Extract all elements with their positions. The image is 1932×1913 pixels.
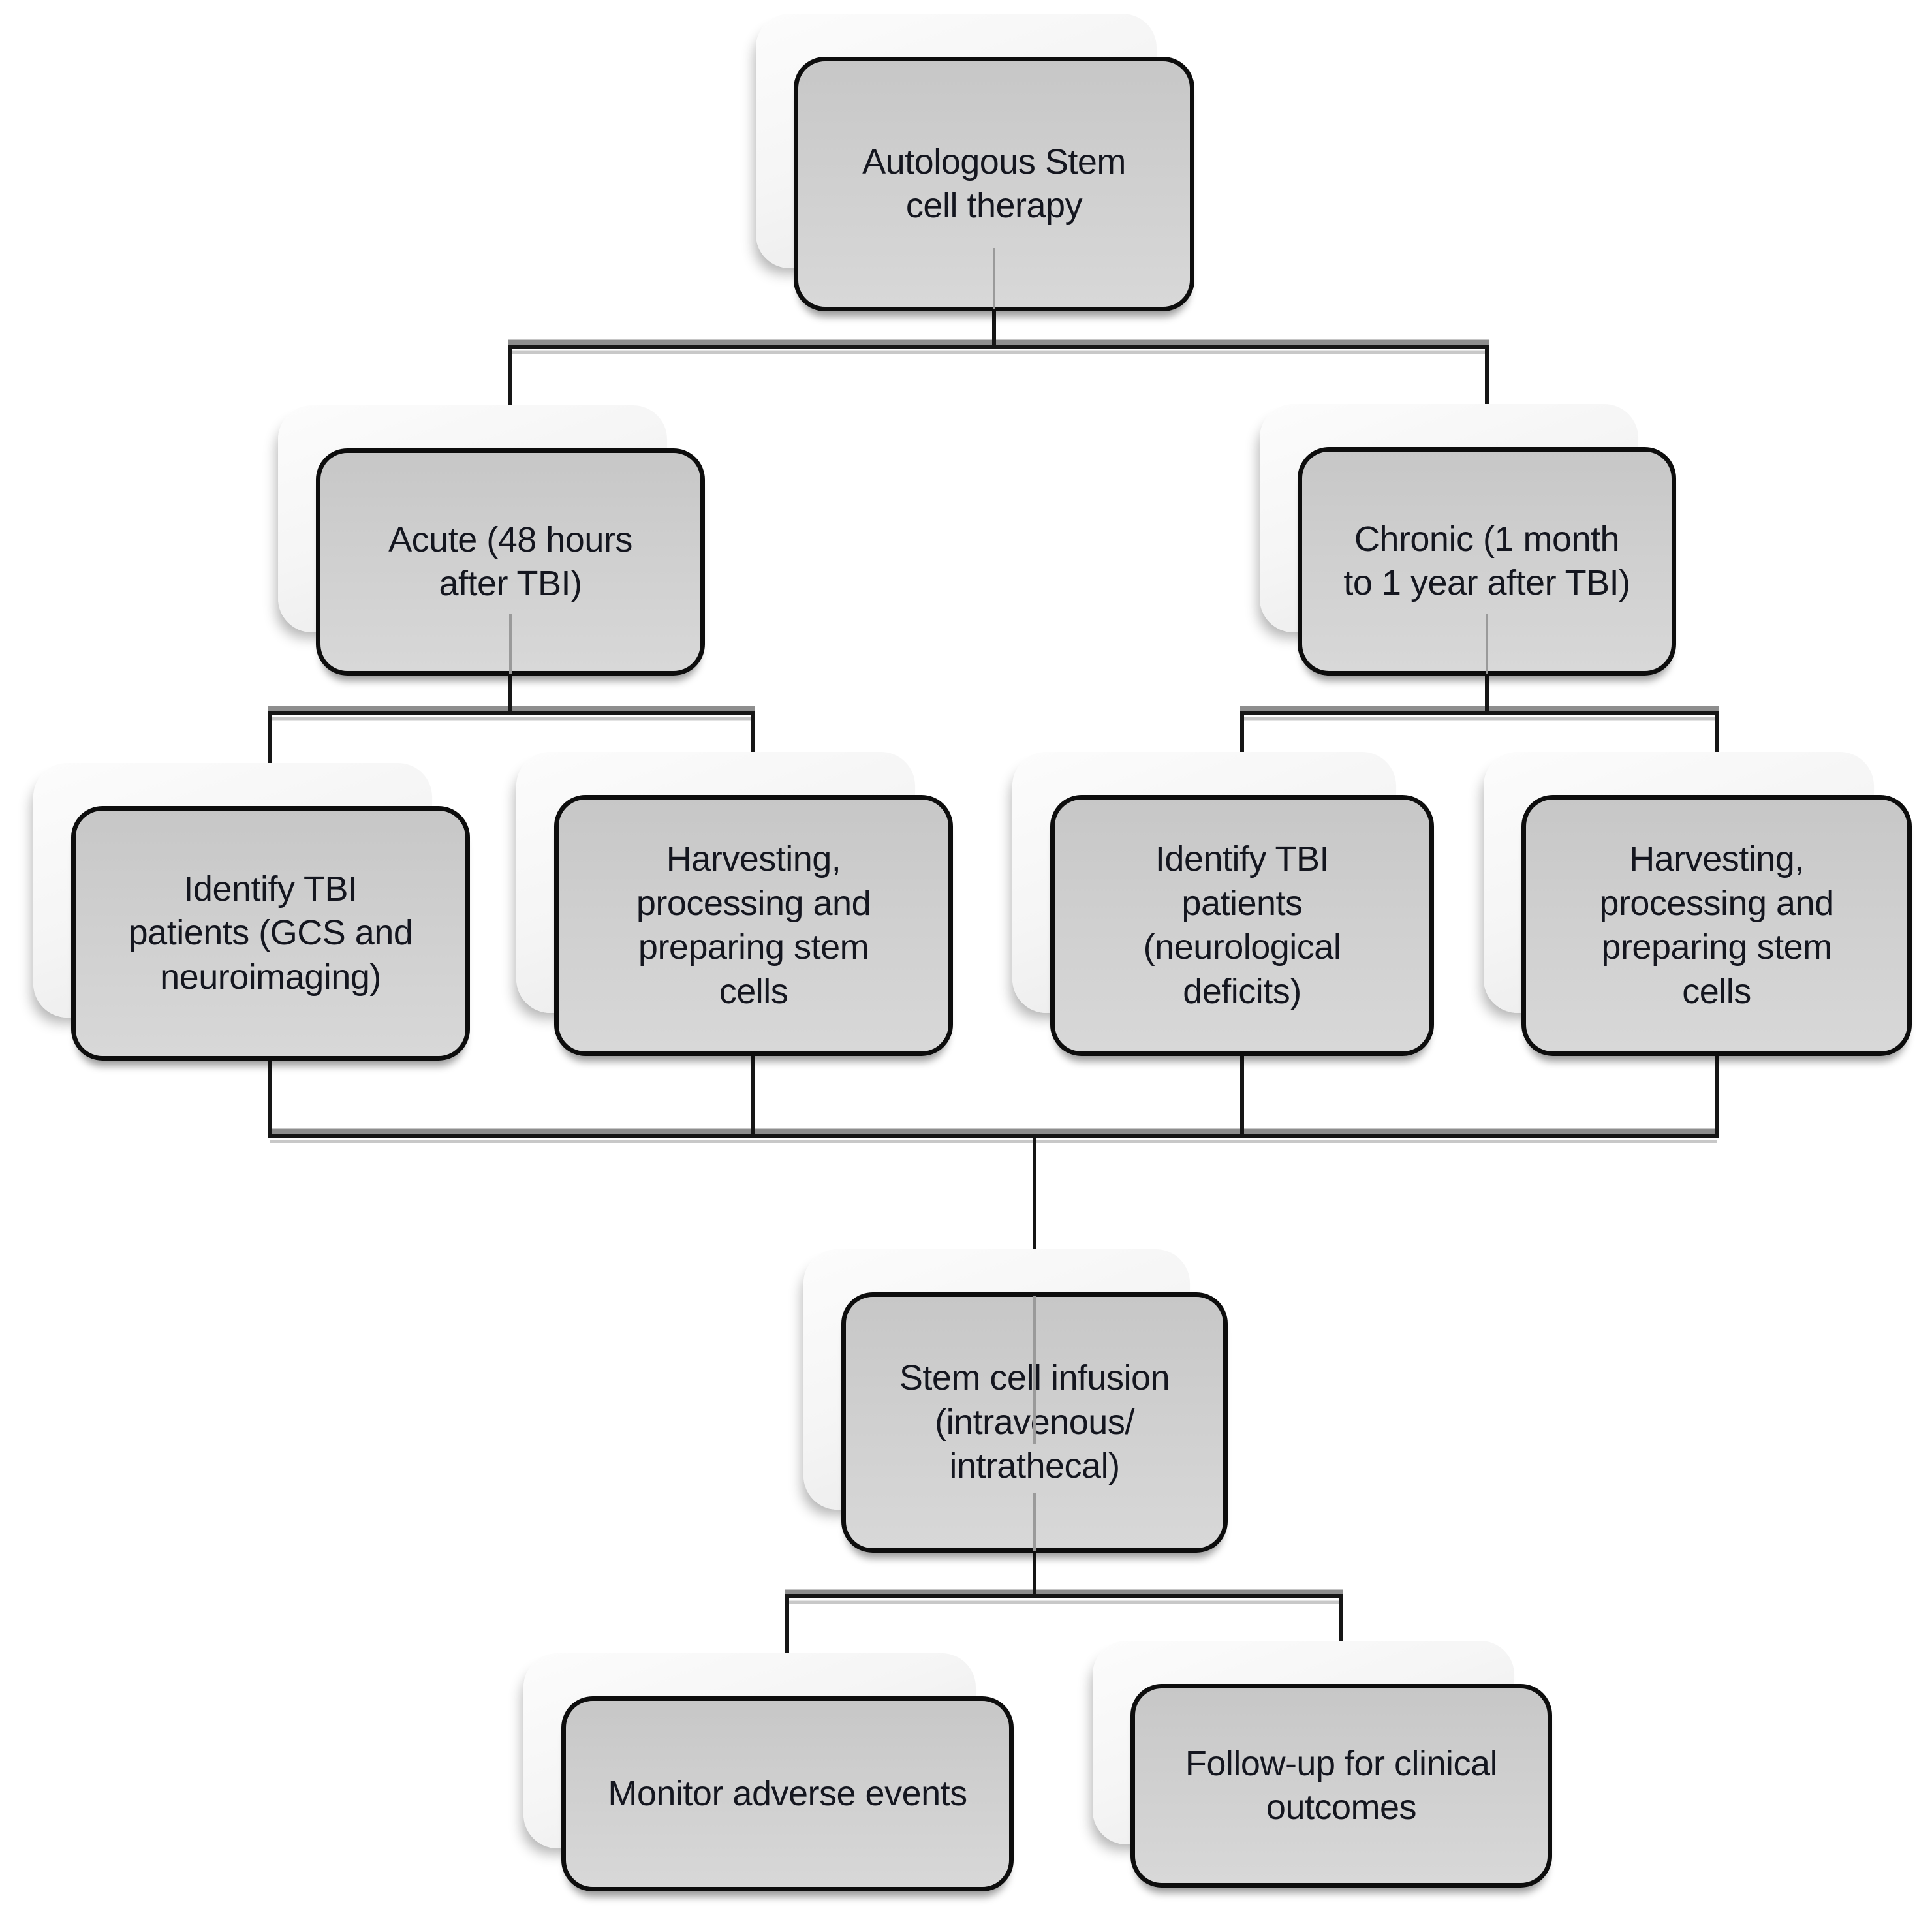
node-box: Follow-up for clinical outcomes <box>1130 1684 1552 1888</box>
node-box: Monitor adverse events <box>561 1696 1014 1891</box>
node-label: Autologous Stem cell therapy <box>862 142 1126 226</box>
node-label: Monitor adverse events <box>608 1773 967 1813</box>
node-label: Harvesting, processing and preparing ste… <box>636 839 871 1011</box>
node-box: Identify TBI patients (neurological defi… <box>1050 795 1434 1056</box>
node-stem-cell-infusion: Stem cell infusion (intravenous/ intrath… <box>803 1249 1228 1553</box>
node-monitor-adverse-events: Monitor adverse events <box>523 1653 1014 1891</box>
node-label: Identify TBI patients (neurological defi… <box>1143 839 1341 1011</box>
node-acute-48-hours-after-tbi: Acute (48 hours after TBI) <box>278 405 705 676</box>
connector-bar-light-shadows <box>270 350 1717 1604</box>
node-label: Harvesting, processing and preparing ste… <box>1599 839 1834 1011</box>
node-box: Harvesting, processing and preparing ste… <box>1521 795 1912 1056</box>
node-identify-tbi-patients-neurological-deficits: Identify TBI patients (neurological defi… <box>1012 752 1434 1056</box>
node-label: Acute (48 hours after TBI) <box>388 520 632 604</box>
node-label: Follow-up for clinical outcomes <box>1185 1743 1498 1827</box>
node-harvesting-processing-preparing-stem-cells-chronic: Harvesting, processing and preparing ste… <box>1484 752 1912 1056</box>
connector-bar-black-cores <box>268 345 1719 1598</box>
node-box: Identify TBI patients (GCS and neuroimag… <box>71 806 470 1061</box>
node-autologous-stem-cell-therapy: Autologous Stem cell therapy <box>756 14 1194 311</box>
node-harvesting-processing-preparing-stem-cells-acute: Harvesting, processing and preparing ste… <box>516 752 953 1056</box>
node-box: Stem cell infusion (intravenous/ intrath… <box>841 1292 1228 1553</box>
node-box: Autologous Stem cell therapy <box>794 57 1194 311</box>
node-box: Acute (48 hours after TBI) <box>316 448 705 676</box>
node-identify-tbi-patients-gcs-neuroimaging: Identify TBI patients (GCS and neuroimag… <box>33 763 470 1061</box>
node-box: Chronic (1 month to 1 year after TBI) <box>1298 447 1676 676</box>
node-chronic-1-month-to-1-year-after-tbi: Chronic (1 month to 1 year after TBI) <box>1260 404 1676 676</box>
node-label: Chronic (1 month to 1 year after TBI) <box>1343 519 1630 603</box>
node-follow-up-for-clinical-outcomes: Follow-up for clinical outcomes <box>1093 1641 1552 1888</box>
connector-bar-gray-bands <box>268 339 1719 1598</box>
node-label: Stem cell infusion (intravenous/ intrath… <box>899 1358 1170 1486</box>
node-label: Identify TBI patients (GCS and neuroimag… <box>128 869 413 997</box>
node-box: Harvesting, processing and preparing ste… <box>554 795 953 1056</box>
